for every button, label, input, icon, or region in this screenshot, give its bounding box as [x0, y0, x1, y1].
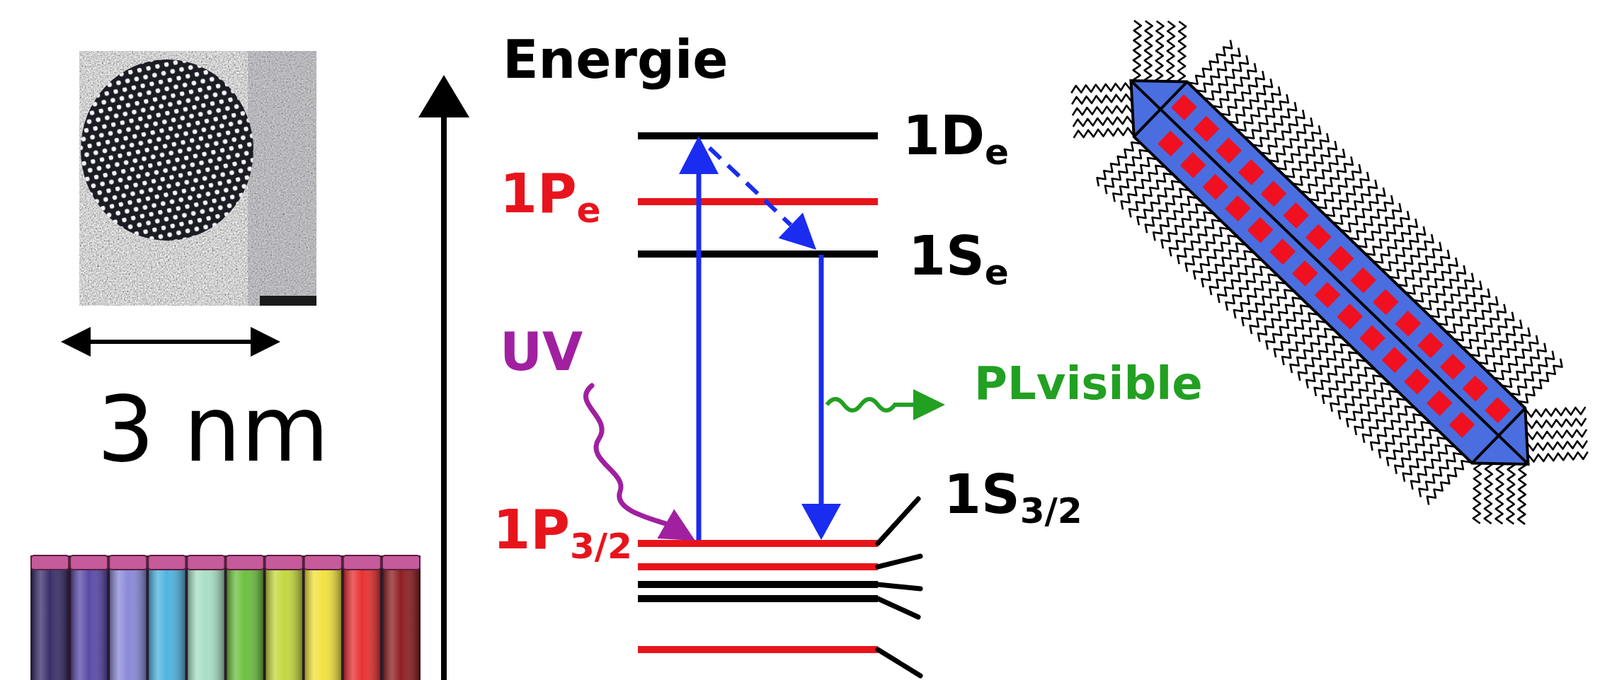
vial	[226, 555, 265, 680]
vial	[70, 555, 108, 680]
dimension-label: 3 nm	[96, 384, 330, 476]
vial	[265, 555, 304, 680]
label-subscript: e	[984, 130, 1009, 173]
vials-photo	[30, 555, 421, 680]
vial	[382, 555, 420, 680]
vial	[147, 555, 186, 680]
level-label: 1Pe	[499, 167, 602, 221]
label-main: 1D	[902, 104, 985, 168]
nanorod	[1034, 0, 1600, 563]
label-main: 1S	[908, 224, 985, 288]
level-label: 1De	[902, 109, 1009, 163]
excitation-label: UV	[499, 325, 583, 379]
vial	[304, 555, 342, 680]
label-subscript: 3/2	[569, 525, 633, 568]
energy-levels	[637, 135, 878, 255]
uv-photon	[585, 385, 696, 541]
pl-photon	[826, 389, 946, 421]
label-main: 1P	[492, 498, 570, 562]
hole-levels	[637, 499, 921, 677]
label-subscript: 3/2	[1020, 489, 1083, 532]
label-main: 1P	[499, 162, 577, 226]
label-main: 1S	[943, 463, 1021, 527]
scale-arrow	[60, 327, 281, 357]
vial	[343, 555, 381, 680]
vial	[109, 555, 147, 680]
transition-arrows	[678, 135, 842, 541]
energy-axis	[418, 75, 470, 680]
level-label: 1Se	[908, 229, 1009, 284]
label-subscript: e	[984, 251, 1009, 294]
emission-label: PLvisible	[974, 361, 1203, 407]
level-label: 1P3/2	[492, 503, 633, 558]
tem-image	[79, 50, 317, 306]
label-subscript: e	[576, 189, 602, 231]
level-label: 1S3/2	[943, 467, 1083, 522]
vial	[186, 555, 225, 680]
vial	[31, 555, 69, 680]
axis-label: Energie	[502, 33, 728, 86]
